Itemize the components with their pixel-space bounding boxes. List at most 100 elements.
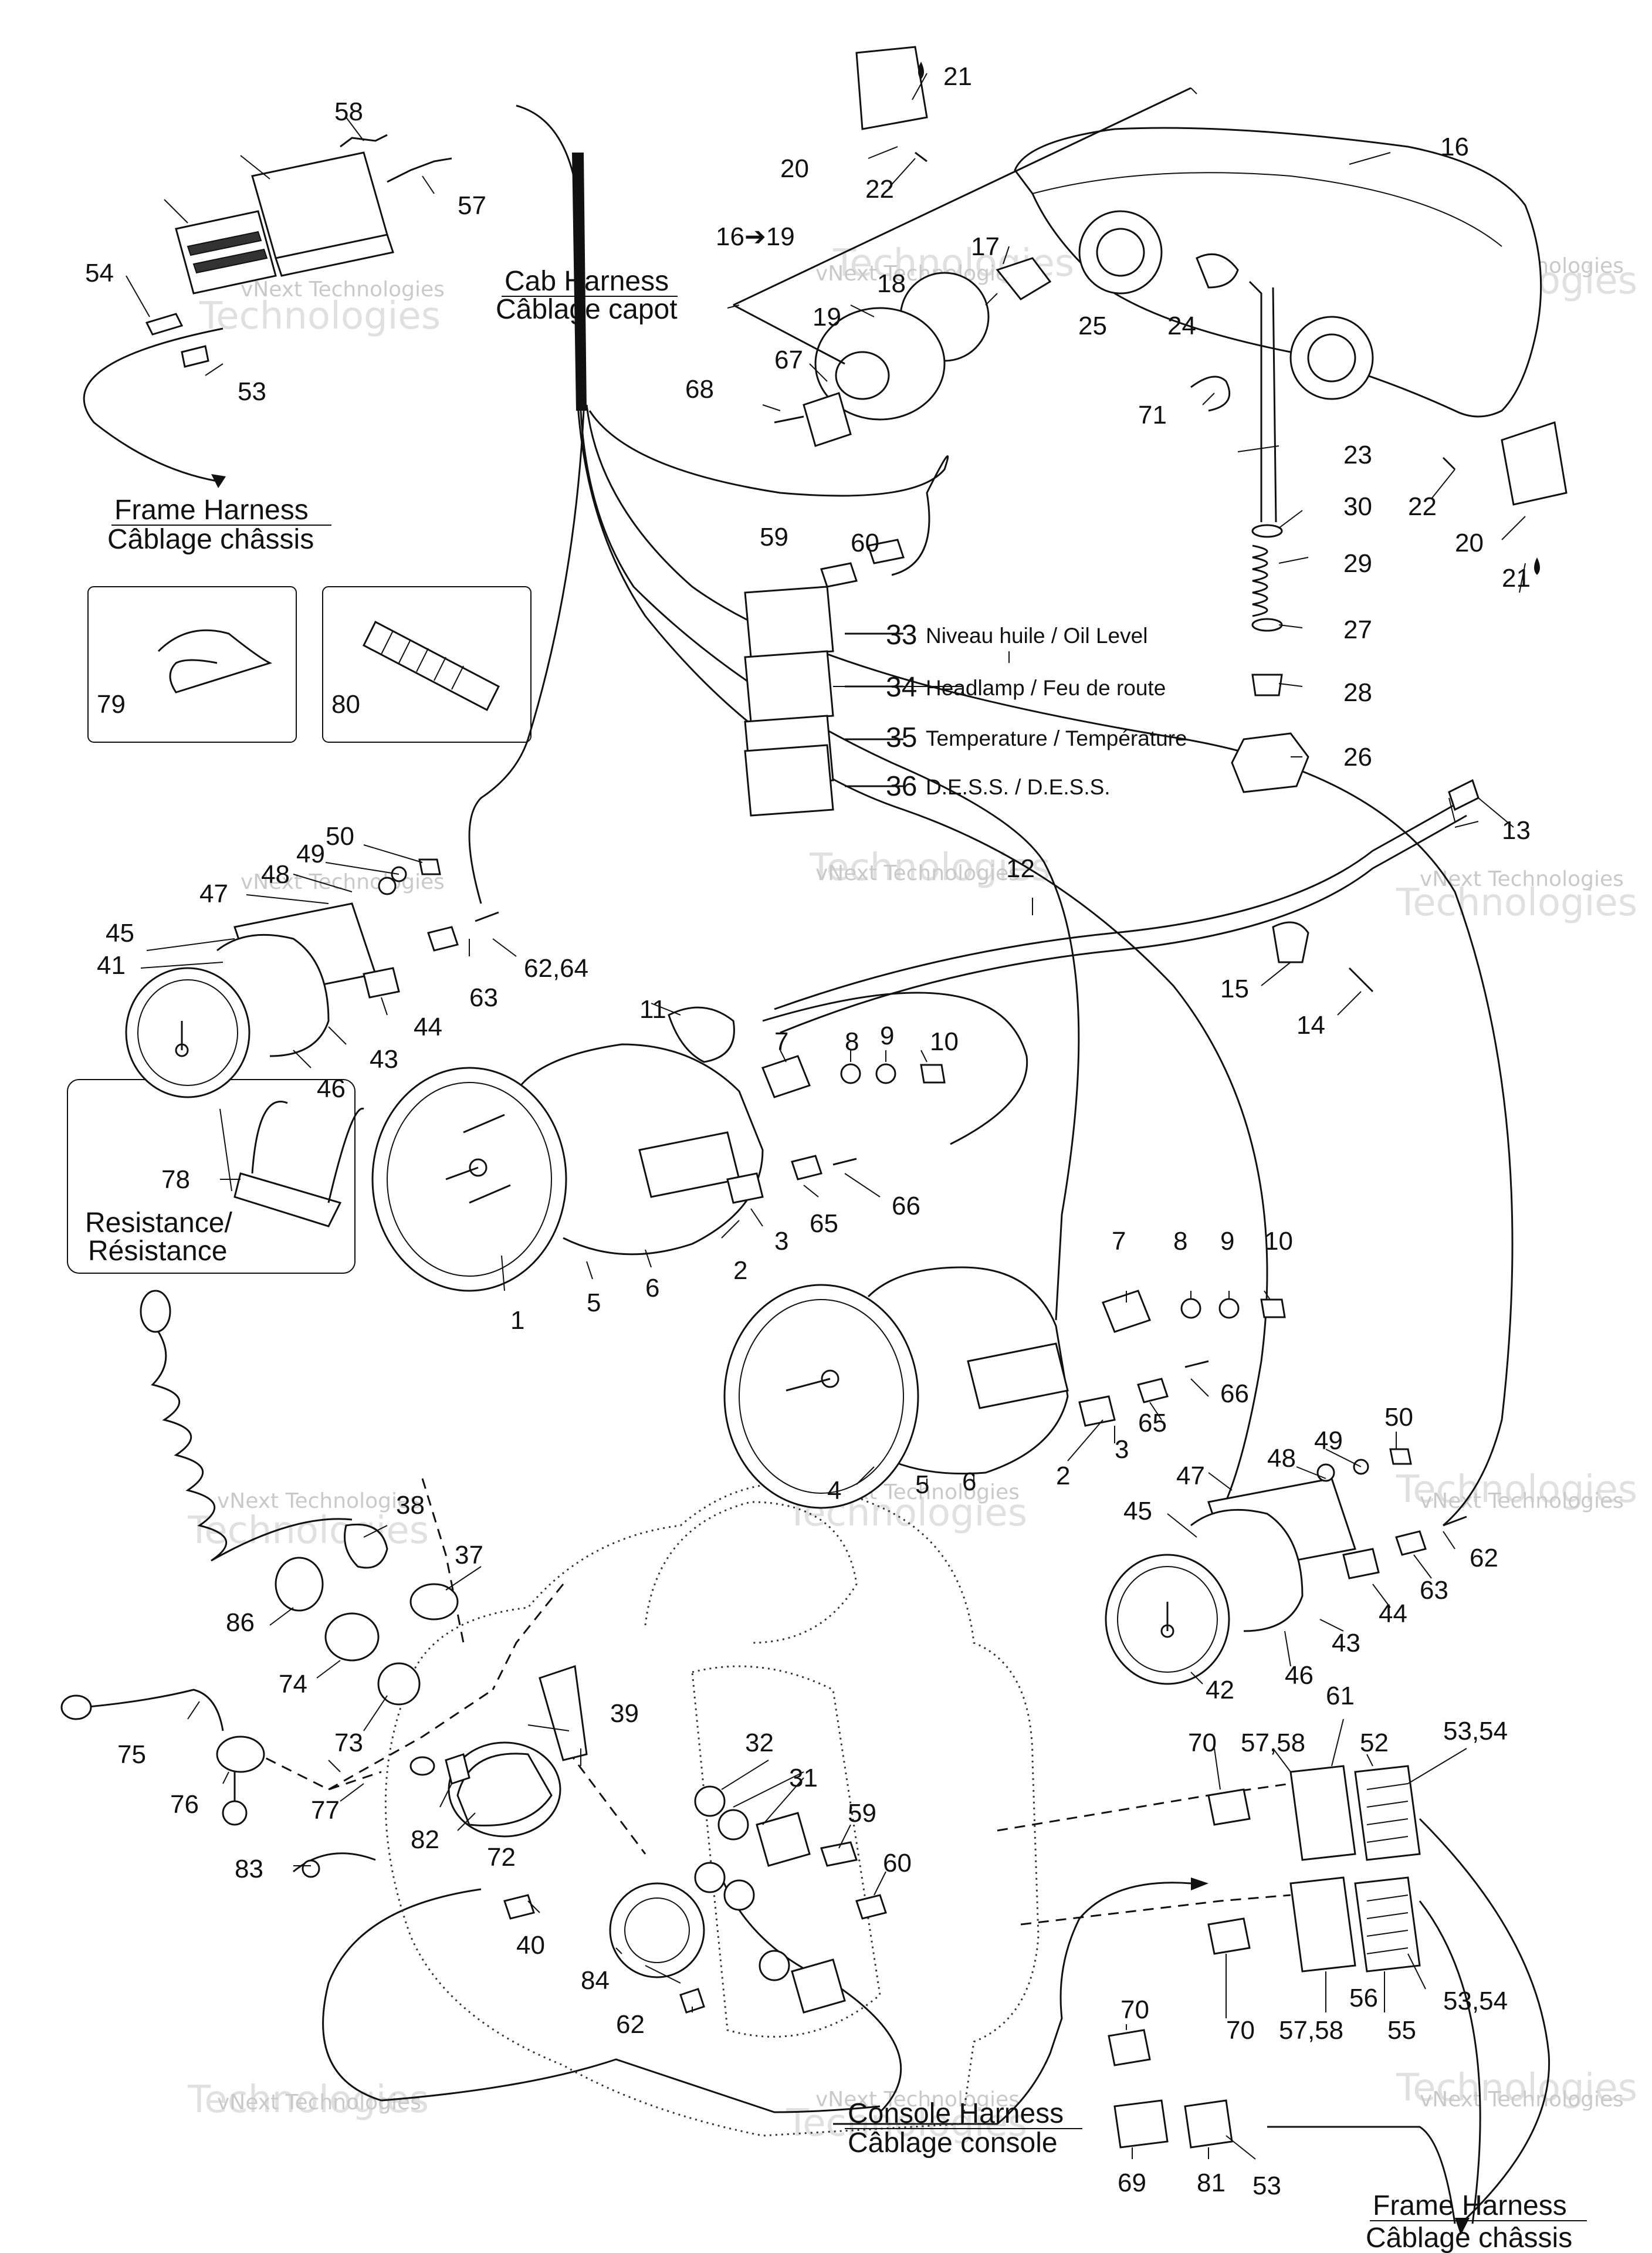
cable-end-75 xyxy=(60,1694,92,1720)
bulb-32 xyxy=(694,1785,726,1817)
callout-53-54b: 53,54 xyxy=(1443,1987,1508,2015)
console-harness-wire xyxy=(833,1882,1191,2125)
callout-81: 81 xyxy=(1197,2169,1226,2197)
gauge-small-42 xyxy=(1105,1448,1467,1685)
inset-box-80 xyxy=(322,586,532,743)
gauge-small-41 xyxy=(125,858,499,1098)
dashed-line xyxy=(234,1741,382,1791)
callout-49b: 49 xyxy=(1314,1426,1343,1455)
callout-3b: 3 xyxy=(1115,1435,1129,1464)
callout-53: 53 xyxy=(238,377,266,406)
grommet-80 xyxy=(363,620,500,712)
terminal-60b xyxy=(855,1894,887,1920)
gauge-4-body xyxy=(867,1266,1069,1475)
callout-12: 12 xyxy=(1006,854,1035,883)
bulb-31b xyxy=(694,1862,726,1893)
frame-harness-wire xyxy=(1419,1818,1551,2225)
callout-59: 59 xyxy=(760,523,788,552)
callout-4: 4 xyxy=(827,1476,841,1505)
callout-5b: 5 xyxy=(915,1470,929,1499)
callout-44b: 44 xyxy=(1379,1599,1407,1628)
washer-8b xyxy=(1180,1298,1201,1319)
terminal-70b xyxy=(1207,1917,1251,1955)
callout-numbers: 58 57 54 53 21 20 22 16 16➔19 17 18 19 2… xyxy=(85,62,1531,2200)
ring-terminal-83 xyxy=(302,1859,320,1878)
console-switches xyxy=(694,1785,887,2014)
callout-30: 30 xyxy=(1343,492,1372,521)
console-harness-wire xyxy=(381,2058,881,2113)
leader-line xyxy=(219,1108,232,1192)
ignition-switch-72-body xyxy=(456,1753,553,1826)
callout-33: 33 xyxy=(886,620,917,651)
callout-8b: 8 xyxy=(1173,1227,1187,1256)
callout-80: 80 xyxy=(331,690,360,719)
clip-71 xyxy=(1190,376,1231,412)
resistor-78 xyxy=(233,1172,342,1227)
frame-harness-label-fr-2: Câblage châssis xyxy=(1366,2222,1572,2253)
switch-33 xyxy=(744,586,834,658)
watermark-text: Technologies xyxy=(1396,2066,1637,2110)
callout-8: 8 xyxy=(845,1027,859,1056)
callout-35: 35 xyxy=(886,722,917,753)
callout-38: 38 xyxy=(396,1491,425,1520)
callout-57-58a: 57,58 xyxy=(1241,1728,1305,1757)
gauge-large-1 xyxy=(371,1006,946,1292)
callout-21-right: 21 xyxy=(1502,564,1531,593)
washer-77 xyxy=(409,1756,435,1776)
bulb-31c xyxy=(723,1879,755,1911)
gauge-4-needle xyxy=(786,1378,831,1392)
callout-66: 66 xyxy=(892,1192,920,1220)
cable-75 xyxy=(82,1689,224,1731)
callout-70c: 70 xyxy=(1120,1995,1149,2024)
terminal-81 xyxy=(1184,2099,1233,2149)
watermark-text: vNext Technologies xyxy=(1420,2088,1624,2112)
callout-53-54a: 53,54 xyxy=(1443,1717,1508,1745)
leader-lines xyxy=(126,73,1526,2160)
cab-harness-wire xyxy=(468,410,585,904)
watermark-text: Technologies xyxy=(199,295,441,338)
terminal-70a xyxy=(1207,1788,1251,1826)
callout-62b: 62 xyxy=(1470,1544,1498,1572)
lamp-socket-right-inner xyxy=(1307,333,1356,383)
callout-47: 47 xyxy=(199,879,228,908)
callout-79: 79 xyxy=(97,690,126,719)
callout-45: 45 xyxy=(106,919,134,948)
callout-2: 2 xyxy=(733,1256,747,1285)
watermark-text: vNext Technologies xyxy=(1420,867,1624,891)
callout-60: 60 xyxy=(851,529,879,557)
watermark-text: Technologies xyxy=(1396,1468,1637,1511)
drop-icon xyxy=(1534,557,1540,575)
gauge-42-body xyxy=(1190,1508,1304,1632)
callout-67: 67 xyxy=(774,346,803,374)
dashed-line xyxy=(1020,1894,1291,1926)
knob-86 xyxy=(275,1557,324,1612)
watermark-text: vNext Technologies xyxy=(217,1489,421,1513)
frame-harness-label-fr: Câblage châssis xyxy=(107,524,314,555)
bracket-20 xyxy=(855,46,928,130)
callout-6b: 6 xyxy=(962,1467,976,1496)
resistance-label-fr: Résistance xyxy=(88,1236,227,1267)
callout-28: 28 xyxy=(1343,678,1372,707)
callout-83: 83 xyxy=(235,1855,263,1883)
cab-harness-wire xyxy=(588,410,949,576)
resistance-label-en: Resistance/ xyxy=(85,1207,232,1239)
callout-22: 22 xyxy=(865,175,894,204)
callout-46: 46 xyxy=(317,1074,346,1103)
lanyard-clip xyxy=(140,1290,171,1333)
terminal-62b xyxy=(1443,1515,1467,1527)
spring-29 xyxy=(1252,544,1268,617)
plug-39 xyxy=(539,1665,588,1761)
callout-63b: 63 xyxy=(1420,1576,1448,1605)
knob-26 xyxy=(1231,732,1309,793)
watermark-text: vNext Technologies xyxy=(241,278,445,302)
callout-7b: 7 xyxy=(1112,1227,1126,1256)
gauge-11-socket xyxy=(668,1006,735,1063)
connector-3b xyxy=(1078,1395,1116,1427)
callout-49: 49 xyxy=(296,840,325,868)
arrow-head xyxy=(1191,1877,1208,1890)
connector-housing-61 xyxy=(251,151,388,259)
dial-84-inner xyxy=(624,1897,690,1963)
terminal-66 xyxy=(832,1158,857,1166)
gauge-4-bezel xyxy=(739,1299,904,1494)
grommet-24 xyxy=(1196,253,1239,289)
